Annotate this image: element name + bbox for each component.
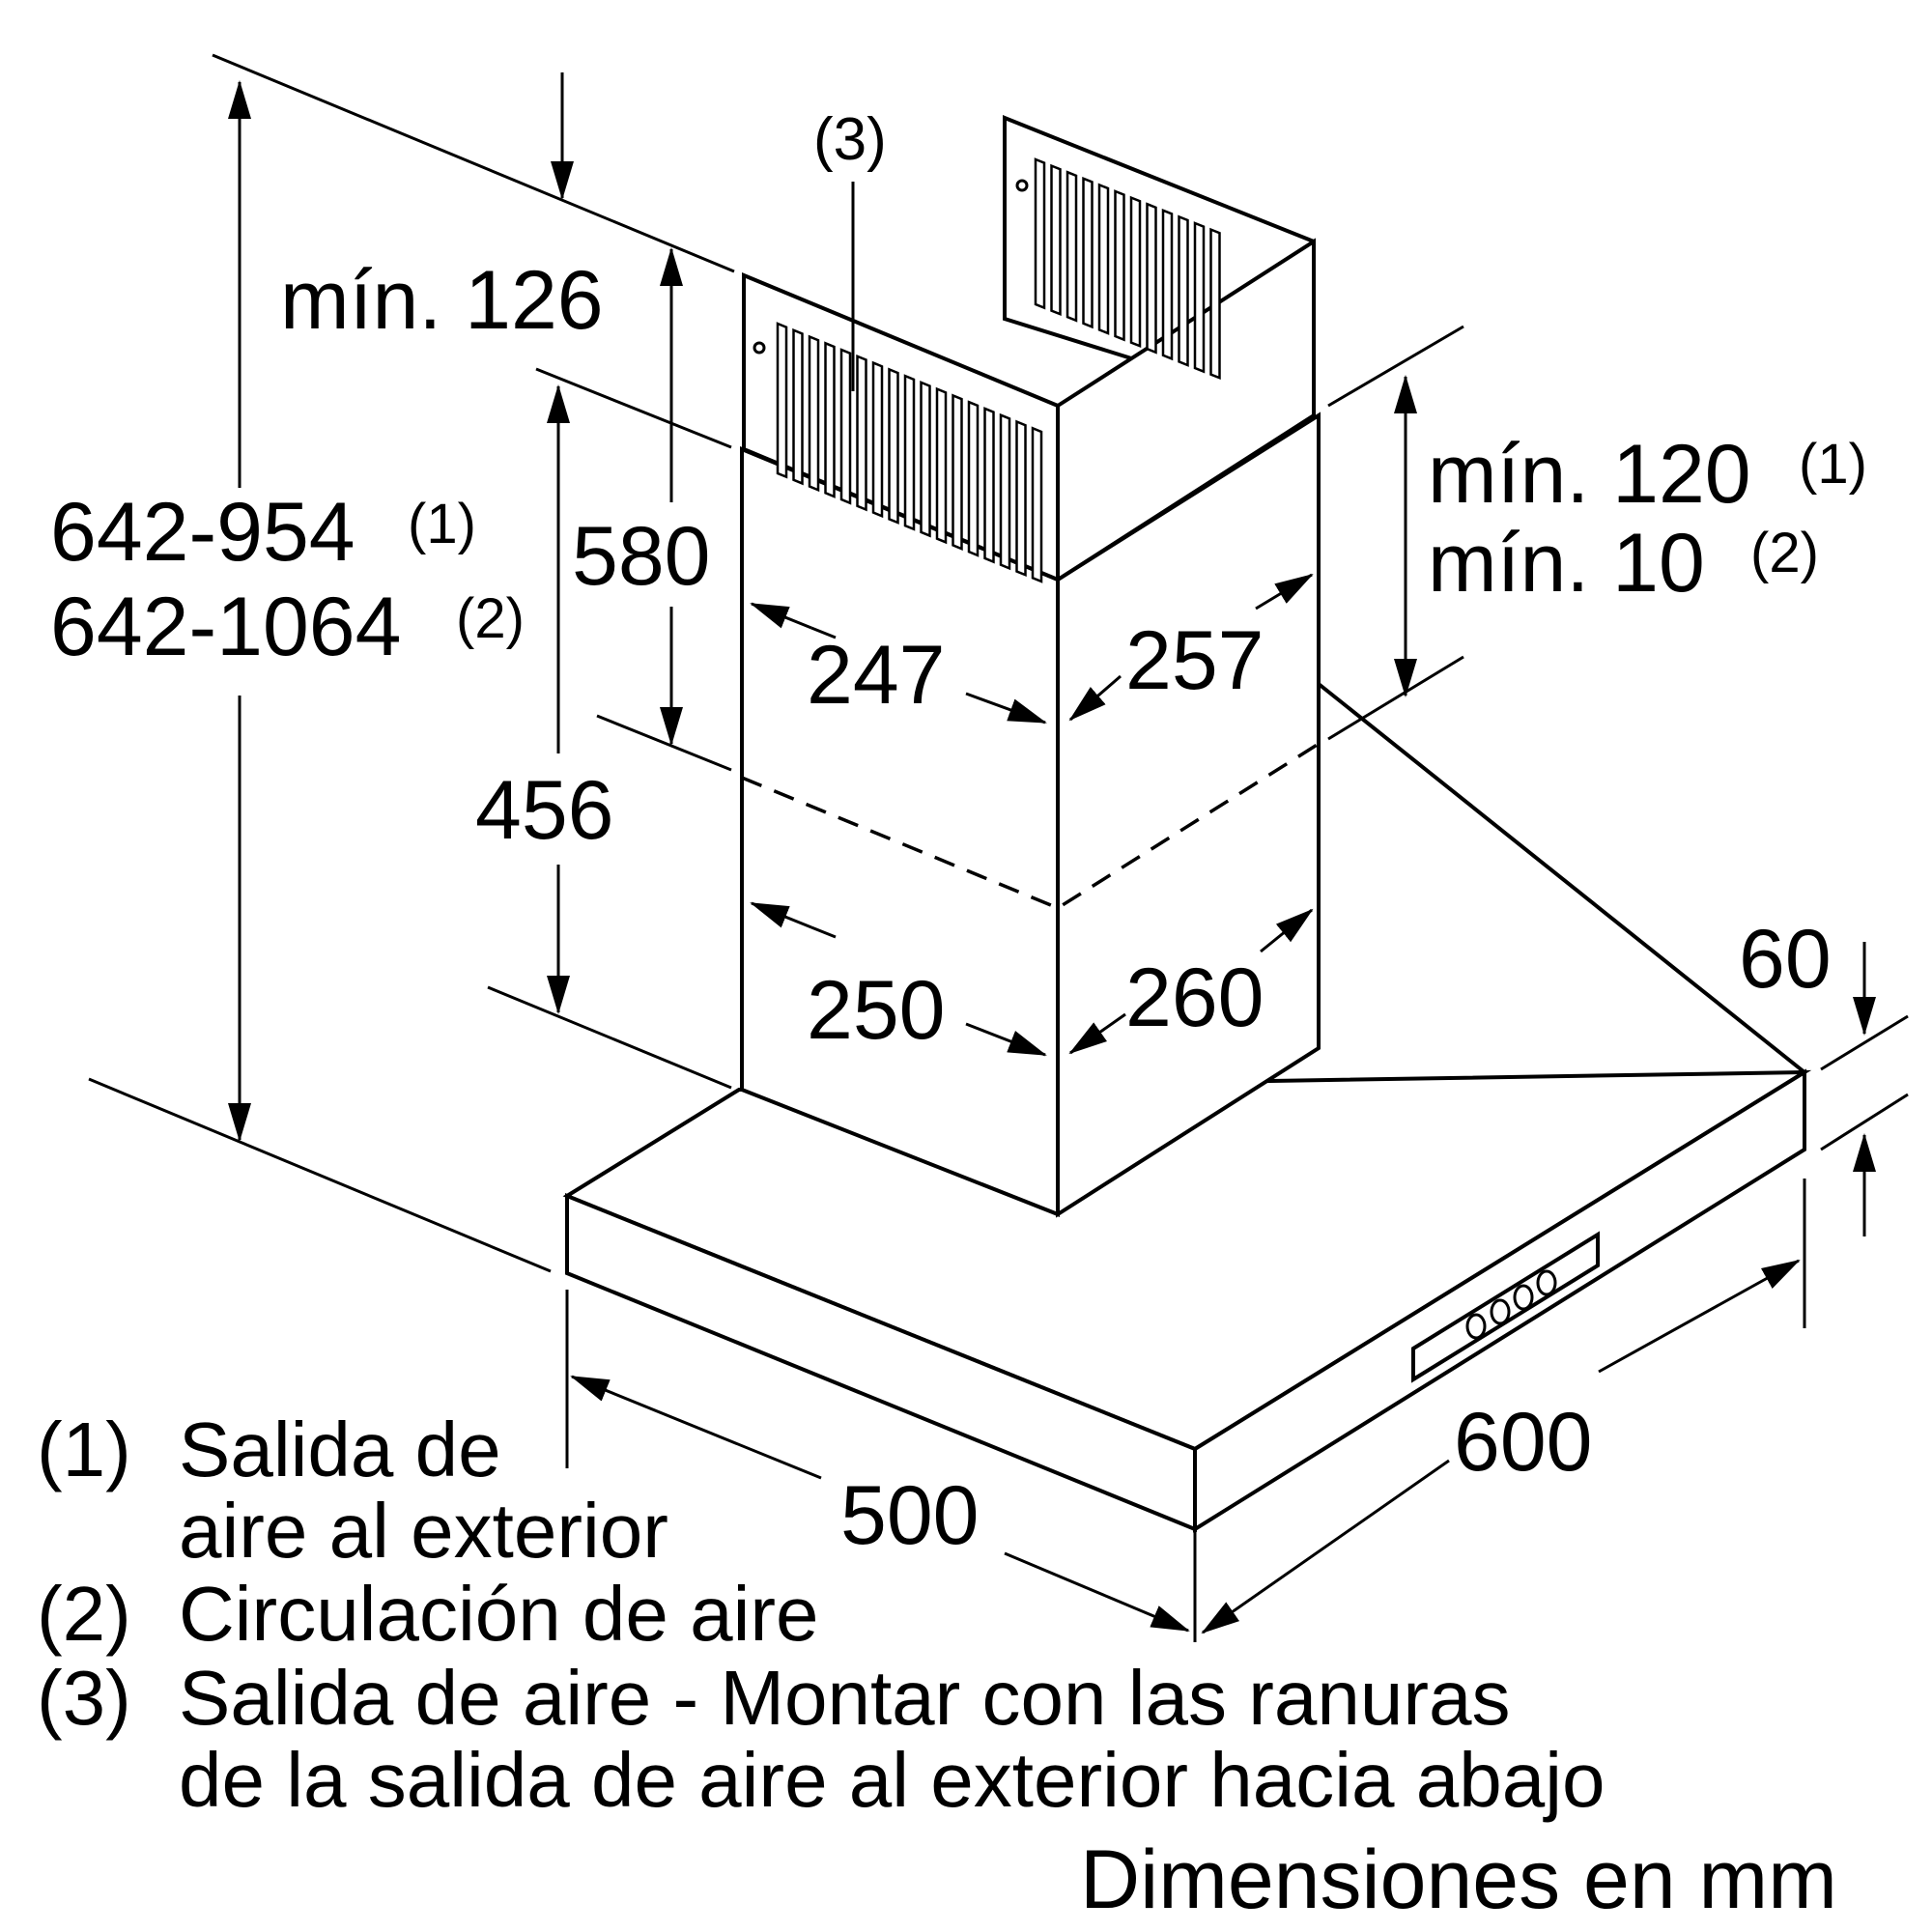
control-panel (1411, 1231, 1600, 1383)
air-outlet-frames (742, 115, 1316, 583)
legend-text-1a: Salida de (179, 1406, 501, 1492)
vent-slots-front (776, 322, 1043, 583)
vent-slots-back (1034, 157, 1221, 381)
vent-slot (871, 360, 884, 519)
min-ceiling-exterior: mín. 120 (1428, 428, 1751, 521)
hood-width: 600 (1454, 1396, 1593, 1489)
vent-slot (1065, 170, 1078, 323)
dimension-labels: 642-954 (1) 642-1064 (2) mín. 126 580 45… (50, 106, 1867, 1562)
note-ref-1: (1) (408, 493, 476, 555)
vent-slot (920, 381, 931, 538)
control-knob-icon (1465, 1313, 1487, 1340)
vent-slot (1050, 163, 1062, 317)
note-ref-1b: (1) (1799, 433, 1867, 496)
legend-text-2a: Circulación de aire (179, 1571, 819, 1657)
vent-slot (1146, 202, 1157, 355)
vent-slot (888, 367, 899, 525)
vent-slot (839, 348, 852, 505)
vent-slot (1034, 157, 1046, 310)
legend-num-2: (2) (37, 1571, 131, 1657)
legend-num-1: (1) (37, 1406, 131, 1492)
vent-slot (808, 334, 820, 493)
vent-slot (903, 374, 916, 531)
note-ref-2: (2) (456, 587, 525, 650)
vent-slot (1178, 214, 1189, 367)
outlet-callout: (3) (813, 106, 887, 173)
lower-chimney-depth: 260 (1125, 952, 1264, 1044)
vent-slot (999, 412, 1011, 571)
vent-slot (1114, 189, 1125, 342)
vent-slot (1097, 183, 1110, 335)
vent-slot (1031, 426, 1043, 583)
control-knob-icon (1490, 1298, 1511, 1325)
lower-chimney-height: 456 (475, 764, 614, 857)
lower-chimney-width: 250 (807, 964, 946, 1057)
legend-num-3: (3) (37, 1655, 131, 1741)
control-knob-icon (1513, 1284, 1534, 1311)
min-top-distance: mín. 126 (280, 254, 604, 347)
vent-slot (1015, 419, 1027, 578)
legend-text-1b: aire al exterior (179, 1488, 668, 1574)
control-knob-icon (1536, 1269, 1557, 1296)
legend: (1) Salida de aire al exterior (2) Circu… (37, 1406, 1837, 1926)
units-note: Dimensiones en mm (1080, 1833, 1837, 1926)
hood-height: 60 (1739, 913, 1832, 1006)
vent-slot (1161, 208, 1174, 361)
vent-slot (1129, 195, 1142, 349)
total-height-circulation: 642-1064 (50, 581, 401, 673)
legend-text-3b: de la salida de aire al exterior hacia a… (179, 1737, 1605, 1823)
hood-depth: 500 (840, 1469, 980, 1562)
vent-slot (983, 407, 995, 564)
min-ceiling-circulation: mín. 10 (1428, 517, 1705, 610)
upper-chimney-width: 247 (807, 629, 946, 722)
note-ref-2b: (2) (1750, 522, 1819, 584)
vent-slot (935, 386, 948, 545)
vent-slot (824, 341, 836, 498)
total-height-exterior: 642-954 (50, 486, 355, 579)
upper-chimney-height: 580 (572, 510, 711, 603)
dimension-arrows (228, 72, 1876, 1634)
vent-slot (952, 393, 963, 551)
vent-slot (1193, 221, 1206, 374)
legend-text-3a: Salida de aire - Montar con las ranuras (179, 1655, 1510, 1741)
vent-slot (856, 354, 867, 512)
vent-slot (776, 322, 788, 479)
vent-slot (792, 327, 804, 486)
vent-slot (1082, 176, 1094, 329)
vent-slot (1209, 227, 1221, 381)
upper-chimney-depth: 257 (1125, 614, 1264, 707)
vent-slot (967, 400, 980, 557)
